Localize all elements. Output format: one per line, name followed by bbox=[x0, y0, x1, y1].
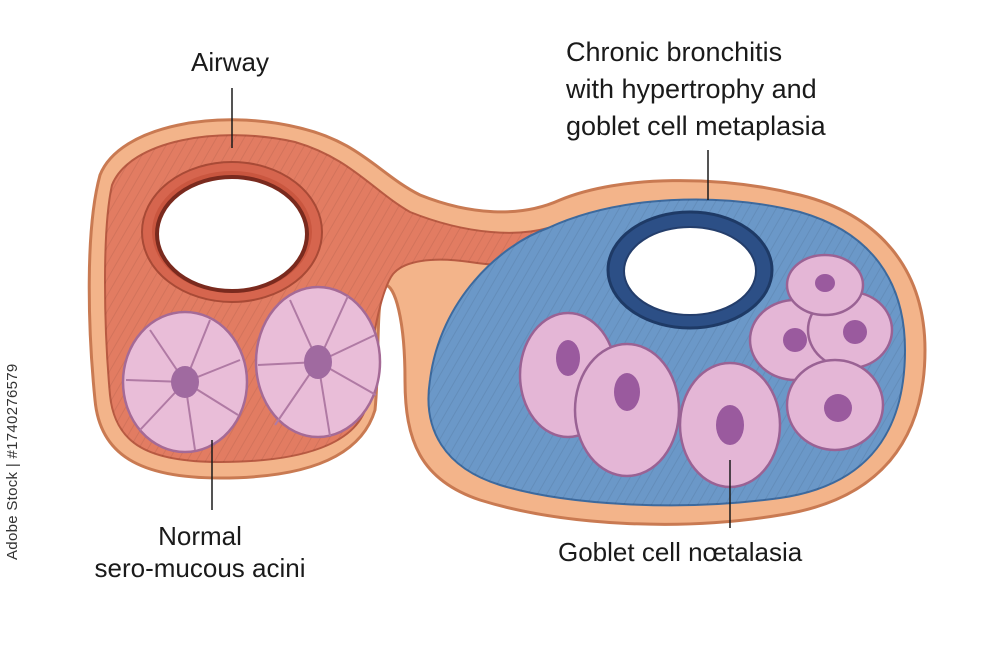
airway-label: Airway bbox=[190, 47, 269, 77]
goblet-acinus-7 bbox=[785, 253, 865, 317]
normal-label-line-2: sero-mucous acini bbox=[94, 553, 306, 583]
goblet-acinus-6 bbox=[785, 358, 885, 452]
chronic-label-line-1: Chronic bronchitis bbox=[566, 37, 783, 67]
normal-acinus-left bbox=[121, 310, 249, 454]
chronic-label-line-2: with hypertrophy and bbox=[566, 74, 817, 104]
chronic-airway-lumen bbox=[623, 226, 757, 316]
goblet-acinus-3 bbox=[678, 361, 782, 489]
normal-acinus-right bbox=[254, 285, 382, 439]
chronic-bronchitis-label: Chronic bronchitis with hypertrophy and … bbox=[566, 34, 826, 145]
normal-acini-label: Normal sero-mucous acini bbox=[80, 520, 320, 584]
stock-watermark: Adobe Stock | #1740276579 bbox=[4, 363, 21, 560]
goblet-cell-label: Goblet cell nœtalasia bbox=[558, 537, 803, 567]
chronic-label-line-3: goblet cell metaplasia bbox=[566, 111, 826, 141]
goblet-acinus-2 bbox=[573, 342, 681, 478]
normal-airway-lumen bbox=[155, 175, 309, 293]
normal-label-line-1: Normal bbox=[158, 521, 242, 551]
